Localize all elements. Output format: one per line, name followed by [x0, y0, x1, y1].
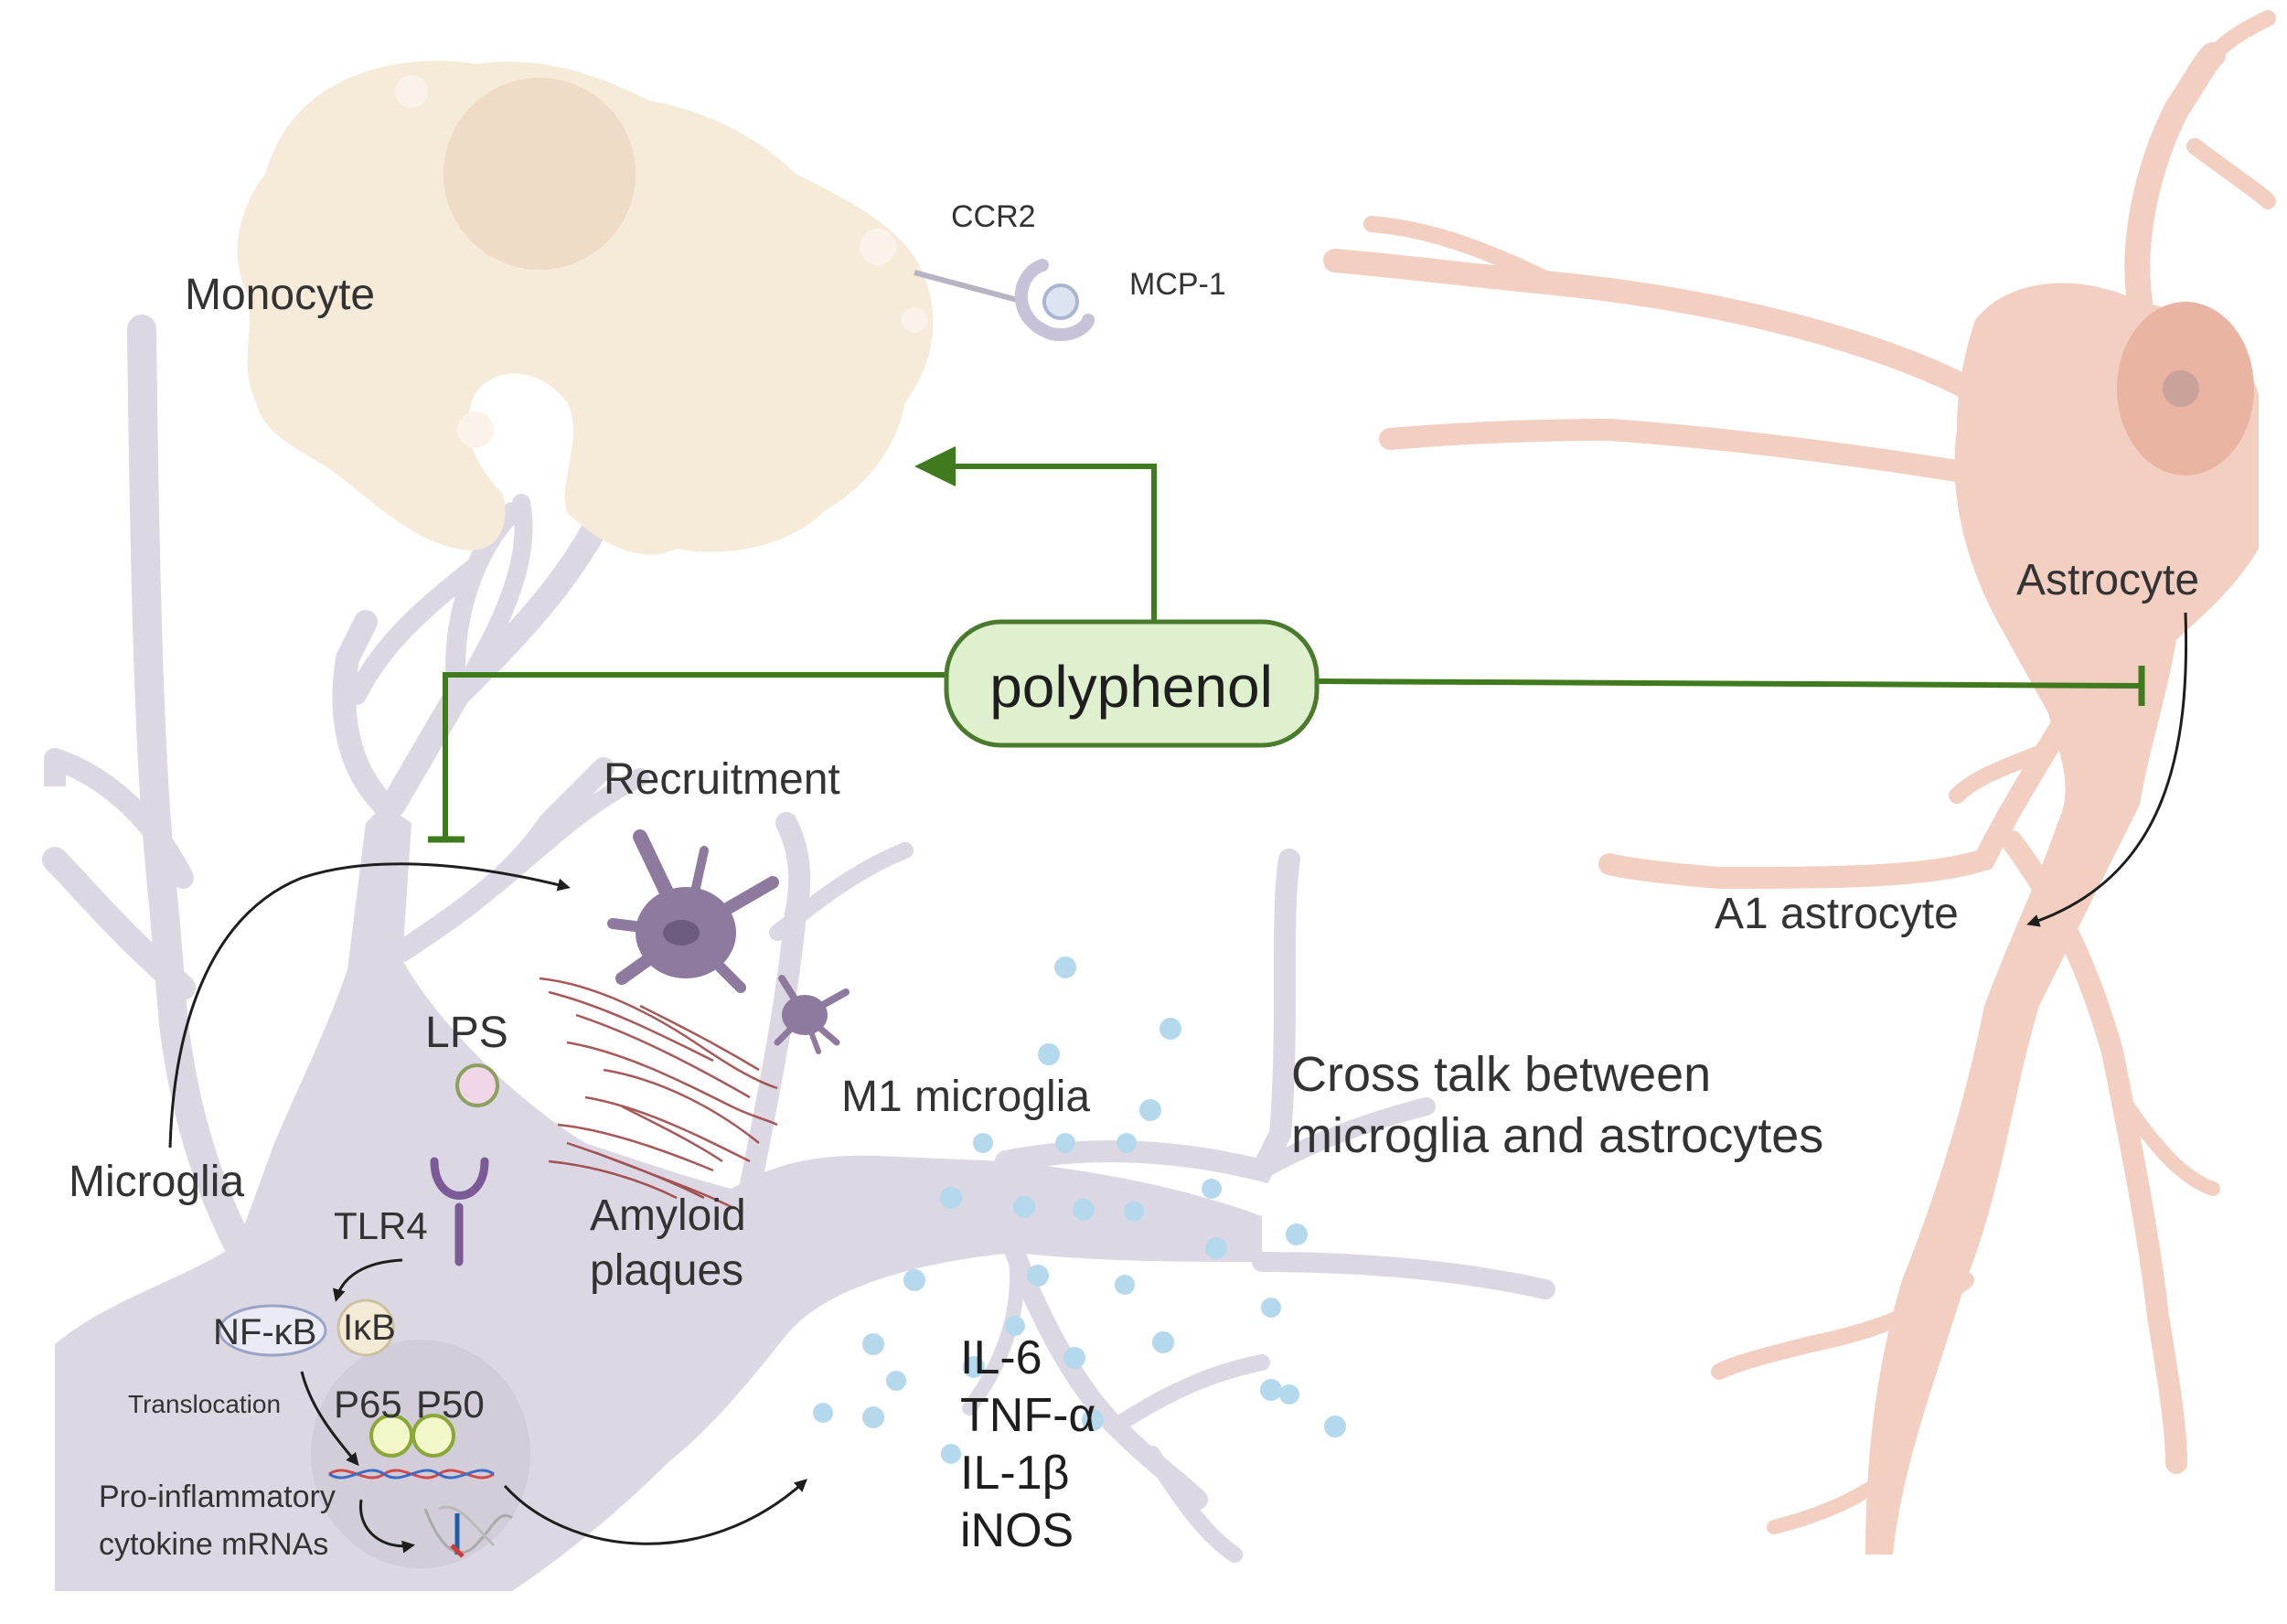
- translocation-label: Translocation: [128, 1390, 281, 1418]
- polyphenol-box: polyphenol: [944, 619, 1320, 748]
- ccr2-label: CCR2: [951, 199, 1036, 234]
- dna-helix: [328, 1469, 513, 1558]
- ikb-shape: [337, 1298, 395, 1357]
- crosstalk-label-line1: Cross talk between: [1291, 1047, 1711, 1102]
- amyloid-plaques: [539, 977, 778, 1209]
- mcp1-label: MCP-1: [1129, 267, 1226, 302]
- tlr4-receptor: [430, 1157, 489, 1266]
- tlr4-label: TLR4: [334, 1204, 428, 1247]
- m1-microglia-label: M1 microglia: [841, 1073, 1090, 1121]
- green-arrow-head: [914, 446, 956, 486]
- amyloid-label-line2: plaques: [590, 1246, 743, 1295]
- m1-microglia-large: [607, 829, 779, 993]
- cytokine-item: TNF-α: [960, 1389, 1095, 1442]
- polyphenol-connectors: [428, 464, 2145, 843]
- ccr2-receptor: [914, 259, 1095, 341]
- microglia-label: Microglia: [69, 1158, 244, 1206]
- a1-astrocyte-label: A1 astrocyte: [1715, 890, 1959, 938]
- cytokine-dots: [813, 956, 1346, 1464]
- polyphenol-label: polyphenol: [989, 654, 1273, 720]
- cytokine-item: iNOS: [960, 1504, 1074, 1557]
- nfkb-label: NF-κB: [213, 1312, 316, 1352]
- mrna-label-line2: cytokine mRNAs: [99, 1527, 328, 1562]
- p65-label: P65: [334, 1383, 402, 1426]
- lps-particle: [455, 1063, 499, 1107]
- astrocyte-cell: [1323, 10, 2276, 1555]
- p50-shape: [411, 1414, 455, 1458]
- recruitment-label: Recruitment: [604, 755, 840, 804]
- cytokine-item: IL-1β: [960, 1447, 1070, 1500]
- nfkb-shape: [218, 1304, 327, 1357]
- cytokine-list: IL-6 TNF-α IL-1β iNOS: [960, 1331, 1095, 1557]
- cytokine-item: IL-6: [960, 1331, 1042, 1384]
- black-arrows: [168, 612, 2188, 1554]
- mrna-label-line1: Pro-inflammatory: [99, 1480, 336, 1514]
- p50-label: P50: [416, 1383, 485, 1426]
- nucleus: [311, 1340, 530, 1568]
- crosstalk-label-line2: microglia and astrocytes: [1291, 1108, 1823, 1163]
- ikb-label: IκB: [343, 1308, 396, 1348]
- m1-microglia-small: [774, 975, 850, 1054]
- monocyte-cell: [237, 60, 934, 555]
- lps-label: LPS: [425, 1009, 508, 1057]
- astrocyte-label: Astrocyte: [2016, 556, 2199, 604]
- amyloid-label-line1: Amyloid: [590, 1191, 746, 1240]
- monocyte-label: Monocyte: [185, 271, 375, 319]
